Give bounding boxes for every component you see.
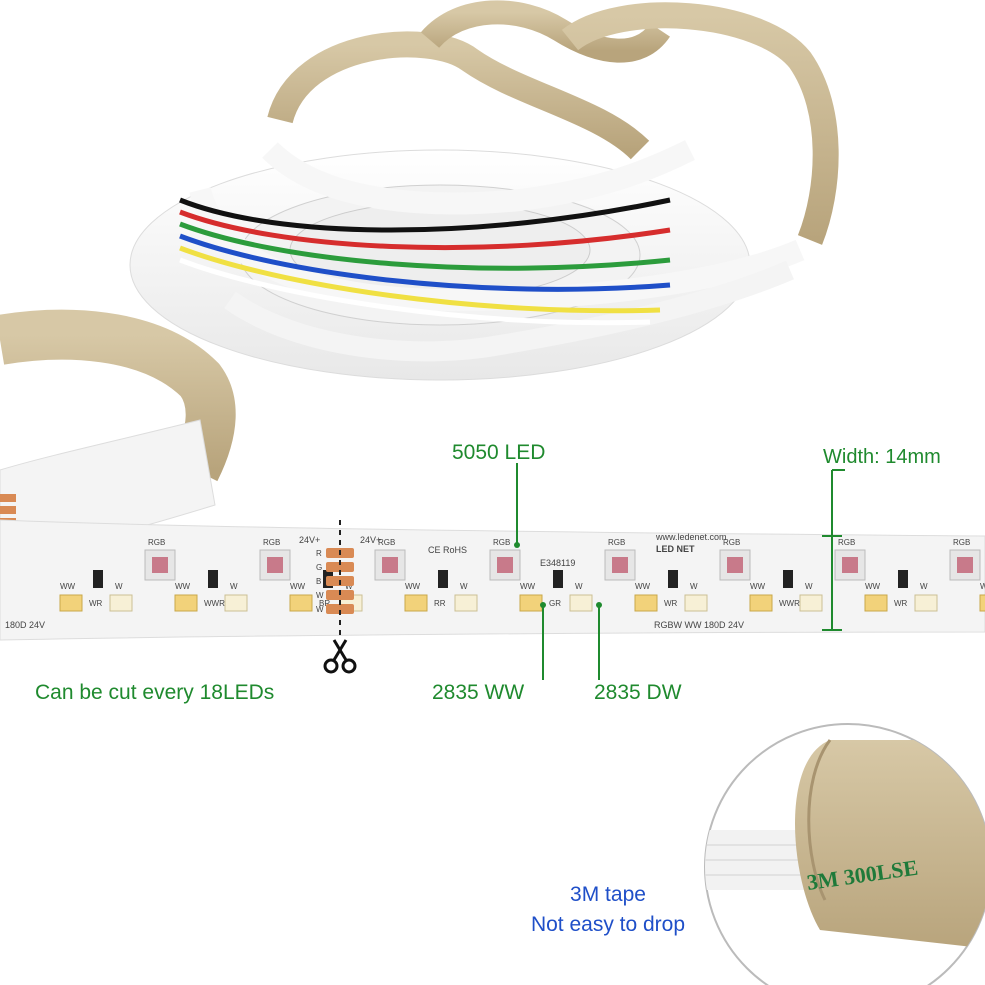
- led-ww-label: WW: [635, 582, 651, 591]
- led-2835-ww: [59, 594, 83, 612]
- led-5050-die: [727, 557, 743, 573]
- led-w-label: W: [460, 582, 468, 591]
- led-w-label: W: [230, 582, 238, 591]
- led-2835-ww: [289, 594, 313, 612]
- solder-pad: [326, 562, 354, 572]
- strip-rohs-print: CE RoHS: [428, 545, 467, 555]
- led-5050-label: RGB: [953, 538, 970, 547]
- resistor: [668, 570, 678, 588]
- scissors-icon: [323, 639, 357, 674]
- resistor-label: WR: [894, 599, 908, 608]
- led-w-label: W: [690, 582, 698, 591]
- resistor-label: WR: [89, 599, 103, 608]
- led-5050-label: RGB: [723, 538, 740, 547]
- led-2835-dw: [799, 594, 823, 612]
- label-width: Width: 14mm: [823, 446, 941, 468]
- led-2835-ww: [404, 594, 428, 612]
- strip-pad-label: 24V+: [299, 535, 320, 545]
- led-2835-ww: [519, 594, 543, 612]
- resistor-label: GR: [549, 599, 561, 608]
- led-5050-label: RGB: [608, 538, 625, 547]
- led-2835-ww: [634, 594, 658, 612]
- resistor: [93, 570, 103, 588]
- led-5050-label: RGB: [838, 538, 855, 547]
- led-ww-label: WW: [405, 582, 421, 591]
- led-2835-ww: [864, 594, 888, 612]
- led-2835-dw: [684, 594, 708, 612]
- led-ww-label: WW: [175, 582, 191, 591]
- resistor-label: RR: [434, 599, 446, 608]
- led-2835-dw: [454, 594, 478, 612]
- led-ww-label: WW: [750, 582, 766, 591]
- led-2835-ww: [749, 594, 773, 612]
- resistor-label: BR: [319, 599, 330, 608]
- led-5050-die: [842, 557, 858, 573]
- led-w-label: W: [345, 582, 353, 591]
- strip-model-print: RGBW WW 180D 24V: [654, 620, 744, 630]
- led-ww-label: WW: [520, 582, 536, 591]
- led-ww-label: WW: [980, 582, 985, 591]
- led-5050-label: RGB: [378, 538, 395, 547]
- strip-voltage-left: 180D 24V: [5, 620, 45, 630]
- led-5050-label: RGB: [263, 538, 280, 547]
- led-w-label: W: [575, 582, 583, 591]
- led-5050-label: RGB: [148, 538, 165, 547]
- label-3m-tape: 3M tape: [570, 883, 646, 906]
- resistor: [553, 570, 563, 588]
- resistor: [898, 570, 908, 588]
- tape-closeup: 3M 300LSE: [704, 723, 985, 985]
- led-5050-die: [267, 557, 283, 573]
- led-5050-die: [612, 557, 628, 573]
- led-ww-label: WW: [865, 582, 881, 591]
- solder-pad: [326, 604, 354, 614]
- label-5050-led: 5050 LED: [452, 441, 546, 464]
- label-cut-every: Can be cut every 18LEDs: [35, 681, 275, 704]
- led-reel: [129, 0, 839, 381]
- solder-pad-label: G: [316, 563, 322, 572]
- strip-brand-print: LED NET: [656, 544, 695, 554]
- led-5050-die: [152, 557, 168, 573]
- led-w-label: W: [805, 582, 813, 591]
- resistor-label: WR: [664, 599, 678, 608]
- led-2835-dw: [224, 594, 248, 612]
- led-2835-dw: [914, 594, 938, 612]
- led-2835-ww: [979, 594, 985, 612]
- led-5050-die: [497, 557, 513, 573]
- led-w-label: W: [115, 582, 123, 591]
- led-2835-ww: [174, 594, 198, 612]
- resistor: [208, 570, 218, 588]
- solder-pad-label: R: [316, 549, 322, 558]
- label-2835-ww: 2835 WW: [432, 681, 525, 704]
- strip-cert-print: E348119: [540, 558, 575, 568]
- callout-lines: [516, 463, 845, 680]
- led-ww-label: WW: [60, 582, 76, 591]
- led-5050-die: [957, 557, 973, 573]
- led-ww-label: WW: [290, 582, 306, 591]
- label-2835-dw: 2835 DW: [594, 681, 682, 704]
- strip-website-print: www.ledenet.com: [655, 532, 727, 542]
- label-not-easy-to-drop: Not easy to drop: [530, 913, 686, 936]
- led-2835-dw: [109, 594, 133, 612]
- solder-pad-label: B: [316, 577, 321, 586]
- solder-pad-label: W: [316, 591, 324, 600]
- resistor-label: WWR: [204, 599, 225, 608]
- solder-pad-label: W: [316, 605, 324, 614]
- led-5050-label: RGB: [493, 538, 510, 547]
- resistor: [438, 570, 448, 588]
- led-5050-die: [382, 557, 398, 573]
- resistor-label: WWR: [779, 599, 800, 608]
- resistor: [783, 570, 793, 588]
- strip-pad-label-2: 24V+: [360, 535, 381, 545]
- led-2835-dw: [569, 594, 593, 612]
- wire-bundle: [179, 197, 671, 326]
- led-w-label: W: [920, 582, 928, 591]
